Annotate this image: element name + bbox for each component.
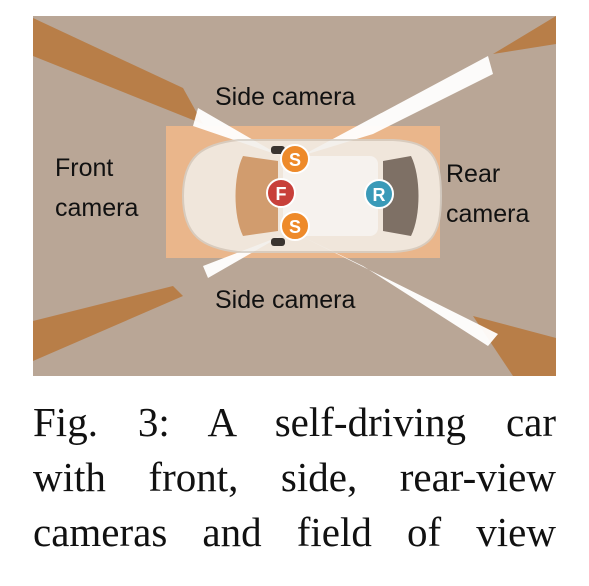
corner-beam-top-left xyxy=(33,18,203,124)
side-fov-top-right xyxy=(301,56,493,156)
corner-beam-bottom-right xyxy=(473,316,556,376)
label-side-camera-bottom: Side camera xyxy=(215,286,355,314)
side-camera-bottom-badge: S xyxy=(280,211,310,241)
caption-line-3: cameras and field of view xyxy=(33,509,556,555)
label-front-line2: camera xyxy=(55,194,138,222)
label-side-camera-top: Side camera xyxy=(215,83,355,111)
label-front-line1: Front xyxy=(55,154,113,182)
corner-beam-top-right xyxy=(493,16,556,54)
rear-camera-badge-letter: R xyxy=(373,185,386,205)
front-camera-badge-letter: F xyxy=(276,184,287,204)
figure-caption: Fig. 3: A self-driving car with front, s… xyxy=(33,395,556,560)
side-fov-bottom-right xyxy=(301,236,498,346)
corner-beam-bottom-left xyxy=(33,286,183,361)
rear-camera-badge: R xyxy=(364,179,394,209)
car-mirror-top xyxy=(271,146,285,154)
camera-diagram: S F S R Side camera Side camera Front ca… xyxy=(33,16,556,376)
side-camera-top-badge: S xyxy=(280,144,310,174)
caption-line-1: Fig. 3: A self-driving car xyxy=(33,399,556,445)
label-rear-line2: camera xyxy=(446,200,529,228)
side-camera-top-badge-letter: S xyxy=(289,150,301,170)
car-roof xyxy=(283,156,378,236)
front-camera-badge: F xyxy=(266,178,296,208)
caption-line-2: with front, side, rear-view xyxy=(33,454,556,500)
side-camera-bottom-badge-letter: S xyxy=(289,217,301,237)
car xyxy=(181,139,443,253)
car-mirror-bottom xyxy=(271,238,285,246)
car-windshield xyxy=(235,156,278,236)
label-rear-line1: Rear xyxy=(446,160,500,188)
car-rear-window xyxy=(383,156,419,236)
